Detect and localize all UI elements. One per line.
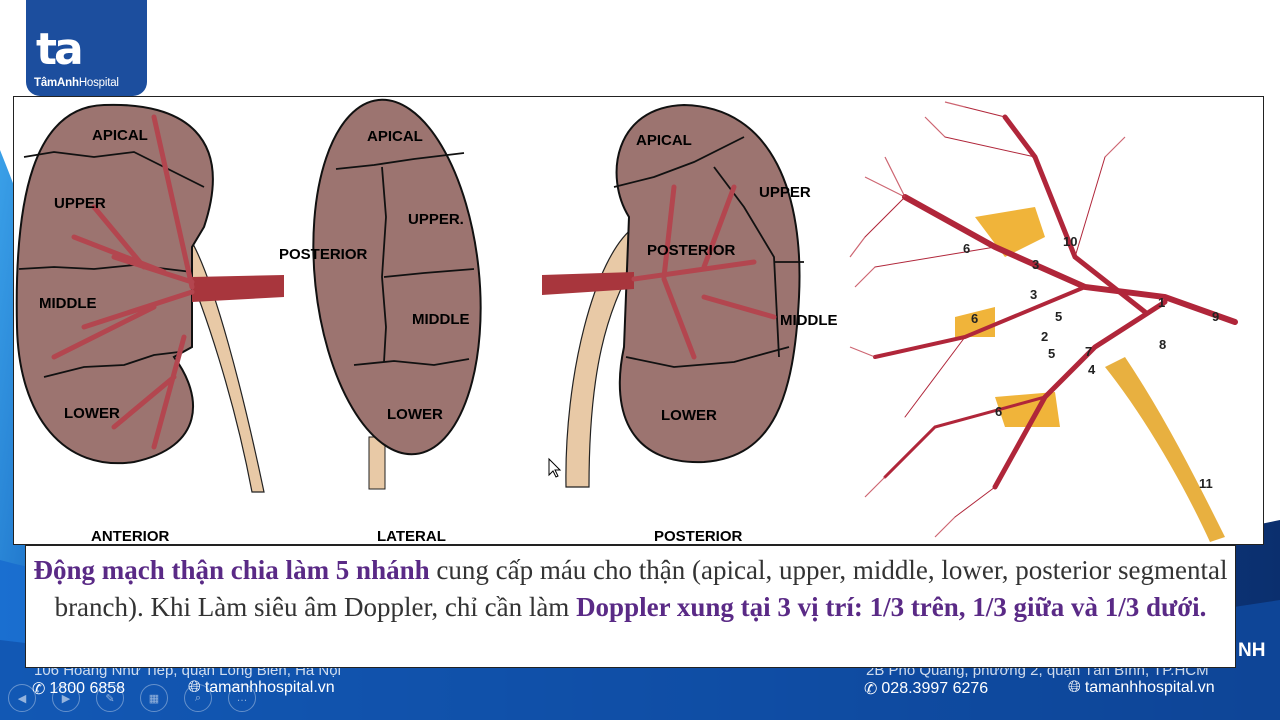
view-title-posterior: POSTERIOR (654, 528, 743, 544)
photo-label-1: 1 (1158, 295, 1165, 310)
globe-icon: 🌐︎ (1068, 679, 1081, 696)
logo-mark: ta (36, 24, 84, 75)
view-title-lateral: LATERAL (377, 528, 446, 544)
label-lower: LOWER (64, 405, 120, 422)
label-apical: APICAL (636, 132, 692, 149)
chevron-right-icon: ▶ (61, 692, 71, 705)
phone-icon: ✆ (864, 681, 878, 698)
footer-brand-fragment: NH (1238, 640, 1266, 661)
photo-label-5a: 5 (1055, 309, 1062, 324)
photo-label-3b: 3 (1030, 287, 1037, 302)
label-middle: MIDDLE (412, 311, 470, 328)
see-all-slides-button[interactable]: ▦ (140, 684, 168, 712)
label-upper: UPPER. (408, 211, 464, 228)
photo-label-2: 2 (1041, 329, 1048, 344)
more-options-button[interactable]: … (228, 684, 256, 712)
pen-icon: ✎ (105, 692, 115, 705)
label-middle: MIDDLE (39, 295, 97, 312)
photo-label-9: 9 (1212, 309, 1219, 324)
photo-label-10: 10 (1063, 234, 1077, 249)
caption-bold-lead: Động mạch thận chia làm 5 nhánh (33, 555, 430, 585)
chevron-left-icon: ◀ (17, 692, 27, 705)
label-lower: LOWER (661, 407, 717, 424)
posterior-kidney: APICAL UPPER POSTERIOR MIDDLE LOWER POST… (542, 103, 838, 545)
photo-label-5b: 5 (1048, 346, 1055, 361)
pen-tool-button[interactable]: ✎ (96, 684, 124, 712)
caption-bold-tail: Doppler xung tại 3 vị trí: 1/3 trên, 1/3… (576, 592, 1207, 622)
label-lower: LOWER (387, 406, 443, 423)
more-dots-icon: … (236, 692, 248, 704)
caption-body: cung cấp máu cho thận (apical, upper, mi… (54, 555, 1228, 622)
label-apical: APICAL (92, 127, 148, 144)
view-title-anterior: ANTERIOR (91, 528, 170, 544)
hospital-logo: ta TâmAnhHospital (26, 0, 147, 96)
footer-right-website: 🌐︎tamanhhospital.vn (1068, 679, 1215, 696)
mouse-cursor (548, 457, 562, 478)
label-posterior: POSTERIOR (647, 242, 736, 259)
photo-label-8: 8 (1159, 337, 1166, 352)
previous-slide-button[interactable]: ◀ (8, 684, 36, 712)
logo-name: TâmAnhHospital (34, 77, 119, 89)
renal-artery-cast-photo: 1 2 3 3 4 5 5 6 6 6 7 8 9 10 11 (845, 96, 1264, 545)
lateral-kidney: APICAL UPPER. POSTERIOR MIDDLE LOWER LAT… (279, 98, 482, 545)
photo-label-4: 4 (1088, 362, 1096, 377)
kidney-segments-diagram: APICAL UPPER MIDDLE LOWER ANTERIOR APICA… (13, 96, 846, 545)
photo-label-6a: 6 (963, 241, 970, 256)
photo-label-11: 11 (1199, 476, 1213, 491)
slides-grid-icon: ▦ (148, 692, 160, 705)
photo-label-3a: 3 (1032, 257, 1039, 272)
caption-text-box: Động mạch thận chia làm 5 nhánh cung cấp… (25, 545, 1236, 668)
label-middle: MIDDLE (780, 312, 838, 329)
label-apical: APICAL (367, 128, 423, 145)
next-slide-button[interactable]: ▶ (52, 684, 80, 712)
photo-label-6c: 6 (995, 404, 1002, 419)
footer-right-phone: ✆028.3997 6276 (864, 680, 989, 698)
photo-label-7: 7 (1085, 344, 1092, 359)
anterior-kidney: APICAL UPPER MIDDLE LOWER ANTERIOR (15, 103, 284, 545)
zoom-slide-button[interactable]: ⌕ (184, 684, 212, 712)
magnifier-icon: ⌕ (194, 691, 202, 704)
label-upper: UPPER (759, 184, 811, 201)
photo-label-6b: 6 (971, 311, 978, 326)
label-upper: UPPER (54, 195, 106, 212)
label-posterior: POSTERIOR (279, 246, 368, 263)
